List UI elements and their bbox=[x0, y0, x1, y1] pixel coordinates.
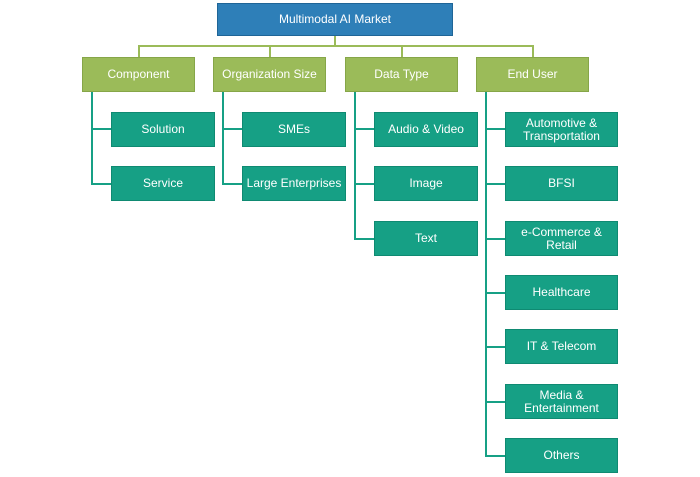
category-data-type: Data Type bbox=[345, 57, 458, 92]
leaf-node: Large Enterprises bbox=[242, 166, 346, 201]
branch-tick-line bbox=[354, 183, 374, 185]
branch-tick-line bbox=[354, 238, 374, 240]
leaf-node: Audio & Video bbox=[374, 112, 478, 147]
branch-tick-line bbox=[222, 183, 242, 185]
category-organization-size: Organization Size bbox=[213, 57, 326, 92]
branch-tick-line bbox=[354, 128, 374, 130]
branch-tick-line bbox=[485, 128, 505, 130]
category-bus-line bbox=[138, 45, 534, 47]
category-label: Organization Size bbox=[222, 67, 317, 81]
leaf-node: e-Commerce & Retail bbox=[505, 221, 618, 256]
leaf-node: Healthcare bbox=[505, 275, 618, 310]
branch-spine-line bbox=[91, 92, 93, 185]
branch-spine-line bbox=[222, 92, 224, 185]
branch-tick-line bbox=[91, 183, 111, 185]
branch-tick-line bbox=[485, 238, 505, 240]
leaf-label: Audio & Video bbox=[388, 122, 464, 136]
category-end-user: End User bbox=[476, 57, 589, 92]
leaf-node: IT & Telecom bbox=[505, 329, 618, 364]
leaf-label: SMEs bbox=[277, 122, 310, 136]
category-component: Component bbox=[82, 57, 195, 92]
leaf-label: e-Commerce & Retail bbox=[521, 224, 602, 252]
root-node: Multimodal AI Market bbox=[217, 3, 453, 36]
branch-tick-line bbox=[91, 128, 111, 130]
branch-spine-line bbox=[485, 92, 487, 457]
leaf-label: Image bbox=[409, 176, 443, 190]
leaf-node: Solution bbox=[111, 112, 215, 147]
leaf-node: BFSI bbox=[505, 166, 618, 201]
category-drop-line bbox=[138, 45, 140, 57]
leaf-label: Automotive & Transportation bbox=[523, 115, 600, 143]
leaf-node: Image bbox=[374, 166, 478, 201]
leaf-label: Large Enterprises bbox=[246, 176, 342, 190]
leaf-label: BFSI bbox=[548, 176, 575, 190]
category-drop-line bbox=[269, 45, 271, 57]
leaf-node: Others bbox=[505, 438, 618, 473]
branch-tick-line bbox=[485, 292, 505, 294]
leaf-node: Automotive & Transportation bbox=[505, 112, 618, 147]
category-label: End User bbox=[507, 67, 558, 81]
branch-tick-line bbox=[485, 346, 505, 348]
branch-tick-line bbox=[485, 183, 505, 185]
leaf-node: Media & Entertainment bbox=[505, 384, 618, 419]
leaf-node: Text bbox=[374, 221, 478, 256]
leaf-label: Healthcare bbox=[532, 285, 591, 299]
leaf-label: Others bbox=[543, 448, 580, 462]
category-drop-line bbox=[401, 45, 403, 57]
leaf-label: Solution bbox=[141, 122, 185, 136]
category-label: Component bbox=[107, 67, 170, 81]
root-label: Multimodal AI Market bbox=[278, 12, 392, 26]
branch-tick-line bbox=[485, 455, 505, 457]
branch-tick-line bbox=[222, 128, 242, 130]
branch-spine-line bbox=[354, 92, 356, 240]
branch-tick-line bbox=[485, 401, 505, 403]
category-label: Data Type bbox=[374, 67, 429, 81]
category-drop-line bbox=[532, 45, 534, 57]
leaf-label: Service bbox=[142, 176, 183, 190]
leaf-label: Media & Entertainment bbox=[524, 387, 599, 415]
leaf-label: IT & Telecom bbox=[526, 339, 597, 353]
leaf-node: SMEs bbox=[242, 112, 346, 147]
leaf-node: Service bbox=[111, 166, 215, 201]
root-stem-line bbox=[334, 36, 336, 46]
leaf-label: Text bbox=[414, 231, 437, 245]
